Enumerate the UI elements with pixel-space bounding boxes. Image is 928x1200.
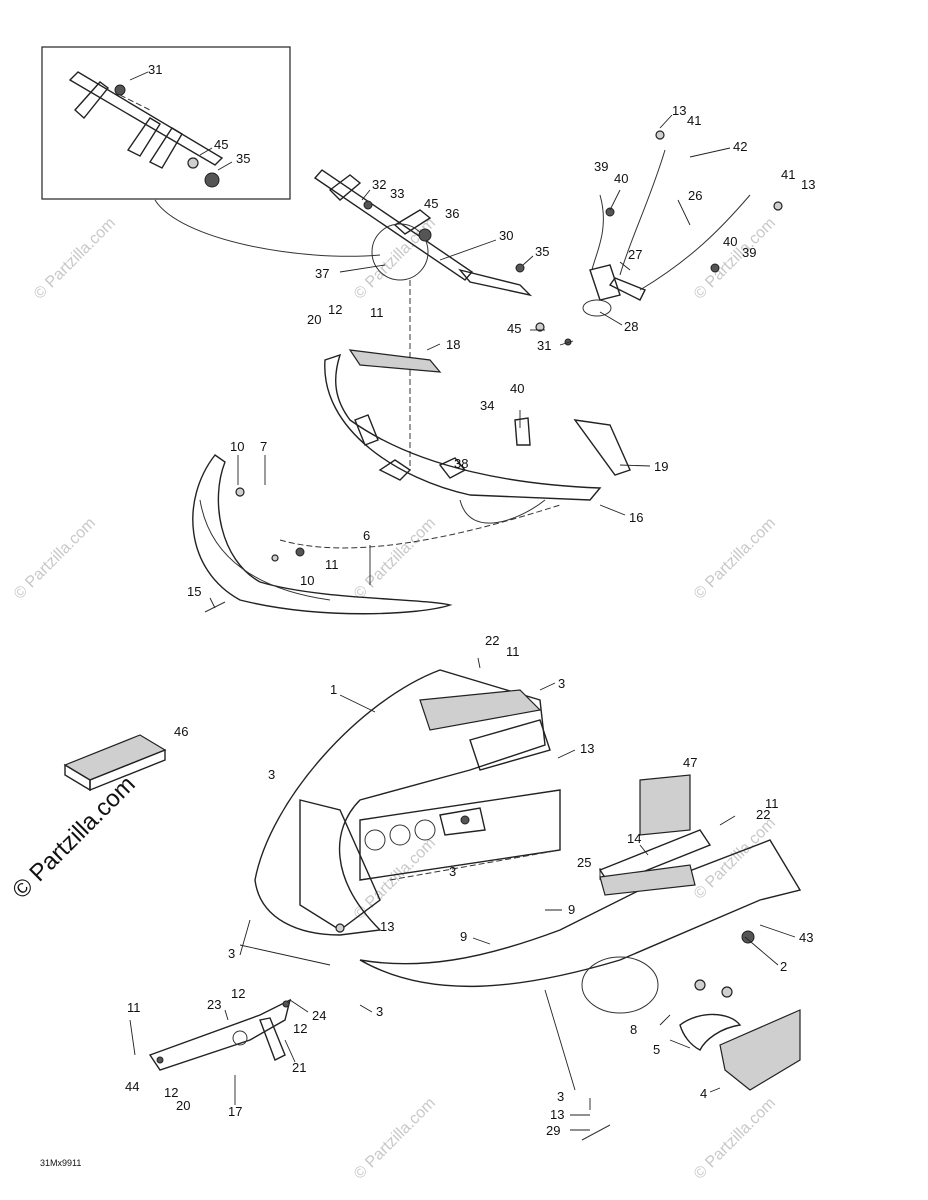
watermark: © Partzilla.com bbox=[31, 215, 119, 303]
callout-label: 38 bbox=[454, 456, 468, 471]
watermark: © Partzilla.com bbox=[691, 215, 779, 303]
cable-assembly bbox=[582, 130, 783, 317]
callout-label: 6 bbox=[363, 528, 370, 543]
callout-label: 36 bbox=[445, 206, 459, 221]
callout-label: 5 bbox=[653, 1042, 660, 1057]
guard-parts bbox=[581, 1009, 801, 1141]
callout-label: 18 bbox=[446, 337, 460, 352]
callout-label: 21 bbox=[292, 1060, 306, 1075]
callout-label: 27 bbox=[628, 247, 642, 262]
watermark: © Partzilla.com bbox=[11, 515, 99, 603]
callout-label: 41 bbox=[781, 167, 795, 182]
callout-label: 41 bbox=[687, 113, 701, 128]
callout-label: 12 bbox=[328, 302, 342, 317]
callout-label: 3 bbox=[558, 676, 565, 691]
leader-lines bbox=[129, 71, 796, 1131]
callout-label: 28 bbox=[624, 319, 638, 334]
callout-label: 11 bbox=[370, 305, 384, 320]
callout-label: 31 bbox=[148, 62, 162, 77]
callout-label: 3 bbox=[228, 946, 235, 961]
callout-label: 12 bbox=[164, 1085, 178, 1100]
foam-pad bbox=[63, 734, 167, 792]
callout-label: 10 bbox=[300, 573, 314, 588]
side-bracket bbox=[148, 998, 292, 1071]
watermark: © Partzilla.com bbox=[691, 815, 779, 903]
callout-label: 30 bbox=[499, 228, 513, 243]
callout-label: 31 bbox=[537, 338, 551, 353]
callout-label: 2 bbox=[780, 959, 787, 974]
callout-label: 7 bbox=[260, 439, 267, 454]
callout-label: 42 bbox=[733, 139, 747, 154]
watermark: © Partzilla.com bbox=[691, 1095, 779, 1183]
callout-label: 3 bbox=[449, 864, 456, 879]
callout-label: 40 bbox=[614, 171, 628, 186]
callout-label: 45 bbox=[507, 321, 521, 336]
callout-label: 29 bbox=[546, 1123, 560, 1138]
callout-label: 39 bbox=[742, 245, 756, 260]
callout-label: 13 bbox=[580, 741, 594, 756]
callout-label: 13 bbox=[550, 1107, 564, 1122]
watermark-large: © Partzilla.com bbox=[7, 771, 140, 904]
callout-label: 9 bbox=[568, 902, 575, 917]
callout-label: 3 bbox=[268, 767, 275, 782]
callout-label: 15 bbox=[187, 584, 201, 599]
callout-label: 22 bbox=[485, 633, 499, 648]
callout-label: 12 bbox=[293, 1021, 307, 1036]
callout-label: 11 bbox=[765, 796, 779, 811]
callout-label: 23 bbox=[207, 997, 221, 1012]
callout-label: 12 bbox=[231, 986, 245, 1001]
callout-label: 11 bbox=[506, 644, 520, 659]
callout-labels: 31 45 35 32 33 45 36 30 37 35 45 31 13 4… bbox=[125, 62, 815, 1138]
callout-label: 34 bbox=[480, 398, 494, 413]
callout-label: 35 bbox=[535, 244, 549, 259]
belly-pan bbox=[254, 669, 561, 936]
callout-label: 40 bbox=[723, 234, 737, 249]
watermark: © Partzilla.com bbox=[691, 515, 779, 603]
bumper-frame bbox=[324, 349, 631, 524]
callout-label: 9 bbox=[460, 929, 467, 944]
callout-label: 26 bbox=[688, 188, 702, 203]
callout-label: 45 bbox=[214, 137, 228, 152]
watermark: © Partzilla.com bbox=[351, 1095, 439, 1183]
callout-label: 22 bbox=[756, 807, 770, 822]
watermark: © Partzilla.com bbox=[351, 215, 439, 303]
callout-label: 19 bbox=[654, 459, 668, 474]
callout-label: 33 bbox=[390, 186, 404, 201]
detail-inset bbox=[41, 46, 381, 257]
callout-label: 43 bbox=[799, 930, 813, 945]
callout-label: 20 bbox=[307, 312, 321, 327]
diagram-code: 31Mx9911 bbox=[40, 1158, 81, 1168]
callout-label: 44 bbox=[125, 1079, 139, 1094]
callout-label: 35 bbox=[236, 151, 250, 166]
callout-label: 3 bbox=[557, 1089, 564, 1104]
front-bumper bbox=[192, 454, 561, 615]
callout-label: 3 bbox=[376, 1004, 383, 1019]
callout-label: 40 bbox=[510, 381, 524, 396]
callout-label: 10 bbox=[230, 439, 244, 454]
callout-label: 46 bbox=[174, 724, 188, 739]
callout-label: 45 bbox=[424, 196, 438, 211]
callout-label: 8 bbox=[630, 1022, 637, 1037]
callout-label: 37 bbox=[315, 266, 329, 281]
callout-label: 17 bbox=[228, 1104, 242, 1119]
side-panel bbox=[359, 774, 802, 1014]
callout-label: 25 bbox=[577, 855, 591, 870]
callout-label: 11 bbox=[325, 557, 339, 572]
callout-label: 47 bbox=[683, 755, 697, 770]
callout-label: 32 bbox=[372, 177, 386, 192]
callout-label: 14 bbox=[627, 831, 641, 846]
callout-label: 13 bbox=[380, 919, 394, 934]
callout-label: 11 bbox=[127, 1000, 141, 1015]
callout-label: 1 bbox=[330, 682, 337, 697]
bracket-assembly bbox=[313, 169, 572, 470]
callout-label: 20 bbox=[176, 1098, 190, 1113]
callout-label: 39 bbox=[594, 159, 608, 174]
callout-label: 4 bbox=[700, 1086, 707, 1101]
callout-label: 13 bbox=[801, 177, 815, 192]
callout-label: 24 bbox=[312, 1008, 326, 1023]
callout-label: 13 bbox=[672, 103, 686, 118]
callout-label: 16 bbox=[629, 510, 643, 525]
